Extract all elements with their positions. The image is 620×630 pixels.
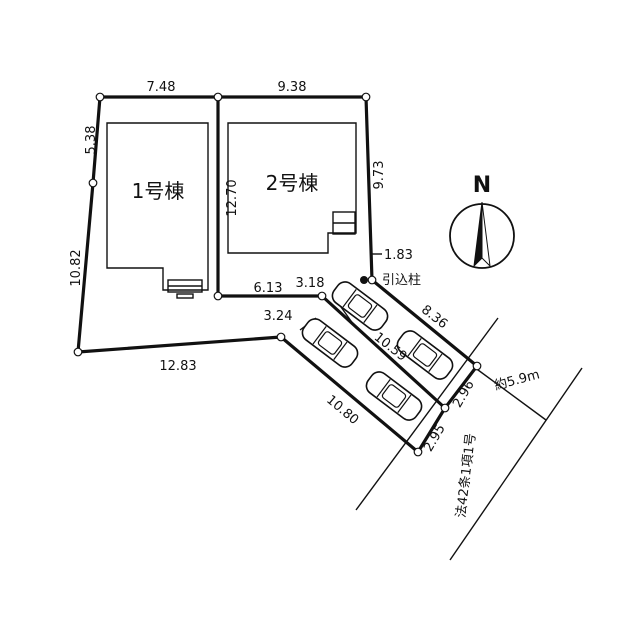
road-width-arrow (473, 366, 547, 421)
dim-bottom-right: 3.18 (296, 276, 325, 291)
dim-notch: 3.24 (264, 309, 293, 324)
lot-boundary (76, 95, 479, 454)
car-1 (331, 281, 389, 331)
dim-diag-upper: 8.36 (418, 302, 450, 332)
north-label: N (473, 173, 491, 198)
road-edge-near (355, 317, 499, 511)
service-pole-label: 引込柱 (382, 273, 421, 288)
dim-small-right: 1.83 (384, 248, 413, 263)
car-4 (365, 371, 423, 421)
dim-right-upper: 9.73 (372, 161, 387, 190)
car-2 (396, 330, 454, 380)
road-edge-far (449, 367, 583, 561)
building-2-outline (227, 122, 357, 254)
car-3 (301, 318, 359, 368)
dim-road-edge-upper: 2.96 (450, 378, 477, 411)
road-name-label: 法42条1項1号 (453, 432, 479, 518)
lot-vertices (73, 92, 482, 457)
north-arrow (449, 201, 515, 269)
dim-bottom-left: 12.83 (159, 359, 196, 374)
building-1-label: 1号棟 (132, 179, 185, 203)
building-1-step (176, 293, 194, 299)
dim-center: 12.70 (225, 179, 240, 216)
dim-top-left: 7.48 (147, 80, 176, 95)
service-pole-marker (360, 276, 368, 284)
dim-road-edge-lower: 2.95 (421, 422, 448, 455)
road-width-label: 約5.9m (493, 367, 542, 393)
dim-bottom-mid: 6.13 (254, 281, 283, 296)
dim-left-upper: 5.38 (84, 126, 99, 155)
building-1-outline (106, 122, 209, 291)
dim-left-lower: 10.82 (69, 249, 84, 286)
building-2-label: 2号棟 (266, 171, 319, 195)
dim-top-right: 9.38 (278, 80, 307, 95)
parking-inner-line (320, 294, 447, 410)
